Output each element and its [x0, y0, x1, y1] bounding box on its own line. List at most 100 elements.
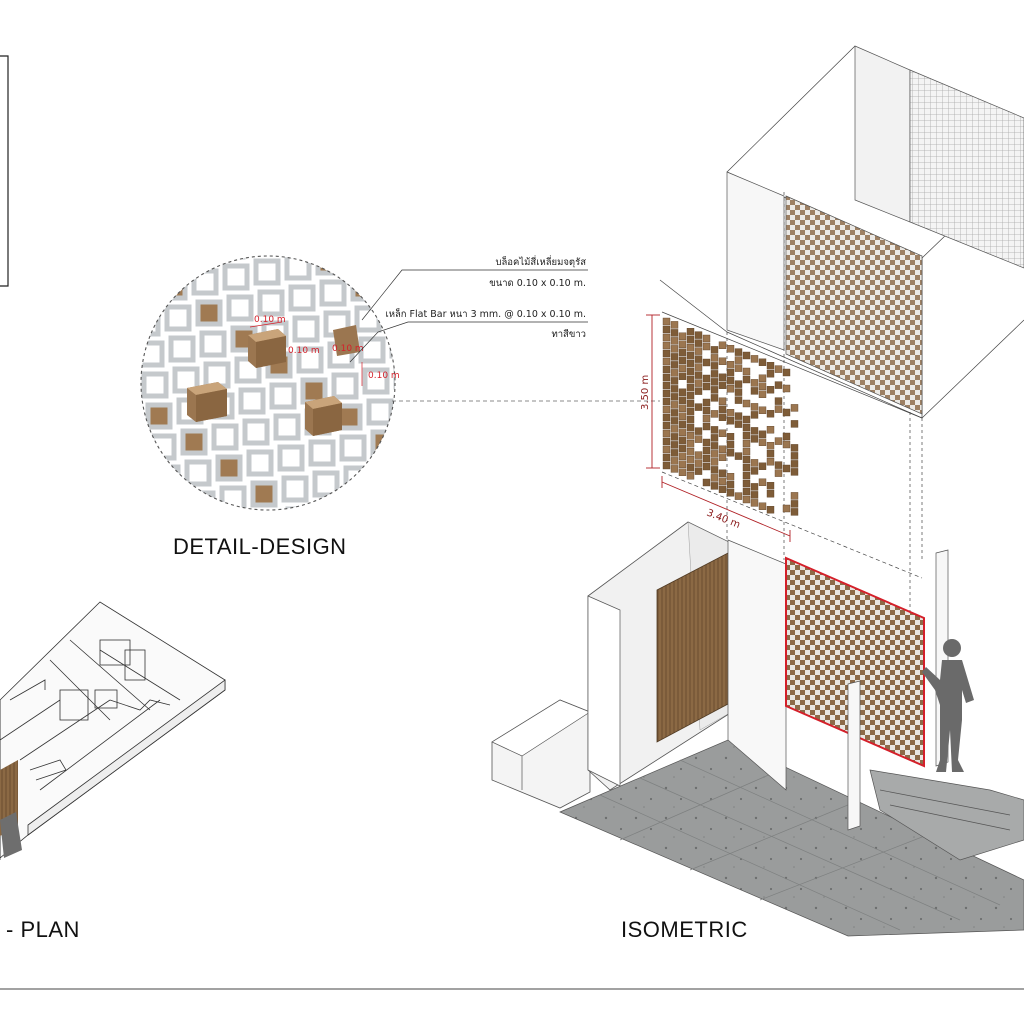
wood-block — [662, 413, 671, 422]
note-flat-bar-finish: ทาสีขาว — [551, 328, 586, 340]
panel-width-dimension: 3.40 m — [705, 508, 742, 531]
wood-block — [710, 386, 719, 394]
wood-block — [662, 397, 671, 406]
wood-block — [710, 434, 719, 442]
wood-block — [774, 365, 783, 373]
grid-cell — [381, 269, 395, 297]
wood-block — [726, 361, 735, 369]
wood-block — [702, 462, 711, 471]
grid-cell — [407, 205, 429, 227]
wood-block — [694, 459, 703, 467]
wood-block — [670, 353, 679, 361]
wood-block — [670, 409, 679, 417]
wood-block — [662, 357, 671, 366]
wood-block — [726, 433, 735, 441]
dim-block-mid: 0.10 m — [288, 346, 320, 356]
grid-cell — [238, 387, 266, 415]
wood-block — [694, 467, 703, 475]
wood-block — [662, 325, 671, 334]
wood-block — [662, 421, 671, 430]
wood-block — [750, 427, 759, 435]
wood-block — [702, 358, 711, 367]
wood-block — [790, 492, 799, 500]
detail-design-callout — [140, 205, 461, 511]
grid-cell — [141, 278, 157, 306]
wood-block — [662, 365, 671, 374]
grid-cell — [408, 458, 430, 480]
grid-cell — [362, 367, 390, 395]
wood-block — [670, 433, 679, 441]
grid-cell — [431, 391, 453, 413]
grid-cell — [389, 331, 395, 359]
wood-block — [718, 373, 727, 381]
upper-grid-panel — [785, 195, 923, 415]
wood-block — [694, 331, 703, 339]
plan-axonometric — [0, 601, 226, 860]
grid-cell — [288, 284, 316, 312]
grid-cell — [346, 256, 374, 271]
grid-cell — [423, 329, 445, 351]
grid-cell — [315, 256, 343, 276]
wood-block — [686, 464, 695, 472]
grid-cell — [191, 268, 219, 296]
wood-block — [670, 361, 679, 369]
wood-block — [670, 321, 679, 329]
grid-cell — [269, 382, 297, 410]
plan-caption: - PLAN — [6, 917, 80, 942]
wood-block — [662, 389, 671, 398]
grid-cell — [149, 433, 177, 461]
wood-block — [790, 468, 799, 476]
wood-block — [734, 348, 743, 356]
wood-block — [766, 362, 775, 370]
title-block-frame — [0, 55, 9, 287]
wood-block — [742, 375, 751, 384]
wood-block — [662, 405, 671, 414]
wood-block — [742, 495, 751, 504]
grid-cell — [160, 273, 188, 301]
wood-block — [710, 482, 719, 490]
grid-cell — [187, 256, 215, 265]
wood-block — [710, 394, 719, 402]
grid-cell — [374, 460, 395, 488]
wood-block — [662, 445, 671, 454]
grid-cell — [141, 371, 169, 399]
wood-block — [686, 472, 695, 480]
grid-cell — [215, 454, 243, 482]
grid-cell — [195, 299, 223, 327]
wood-block — [686, 328, 695, 336]
grid-cell — [312, 470, 340, 498]
wood-block — [702, 382, 711, 391]
wood-block — [782, 368, 791, 377]
grid-cell — [439, 453, 461, 475]
wood-block — [710, 378, 719, 386]
grid-cell — [246, 449, 274, 477]
wood-block — [782, 504, 791, 513]
wood-block — [782, 384, 791, 393]
grid-cell — [343, 465, 371, 493]
wood-block — [790, 508, 799, 516]
wood-block — [734, 380, 743, 388]
grid-cell — [404, 427, 426, 449]
wood-block — [686, 392, 695, 400]
wood-block — [774, 461, 783, 469]
dim-block-side: 0.10 m — [368, 371, 400, 381]
wood-block — [694, 451, 703, 459]
wood-block — [710, 346, 719, 354]
wood-block — [758, 374, 767, 382]
wood-block — [678, 412, 687, 420]
wood-block — [790, 404, 799, 412]
wood-block — [662, 333, 671, 342]
wood-block — [734, 452, 743, 460]
wood-block — [694, 363, 703, 371]
grid-cell — [314, 220, 336, 242]
grid-cell — [283, 225, 305, 247]
grid-cell — [339, 434, 367, 462]
wood-block — [662, 317, 671, 326]
wood-block — [702, 398, 711, 407]
wood-block — [694, 387, 703, 395]
wood-block — [710, 426, 719, 434]
wood-block — [686, 440, 695, 448]
wood-block — [662, 349, 671, 358]
wood-block — [678, 372, 687, 380]
wood-block — [742, 463, 751, 472]
